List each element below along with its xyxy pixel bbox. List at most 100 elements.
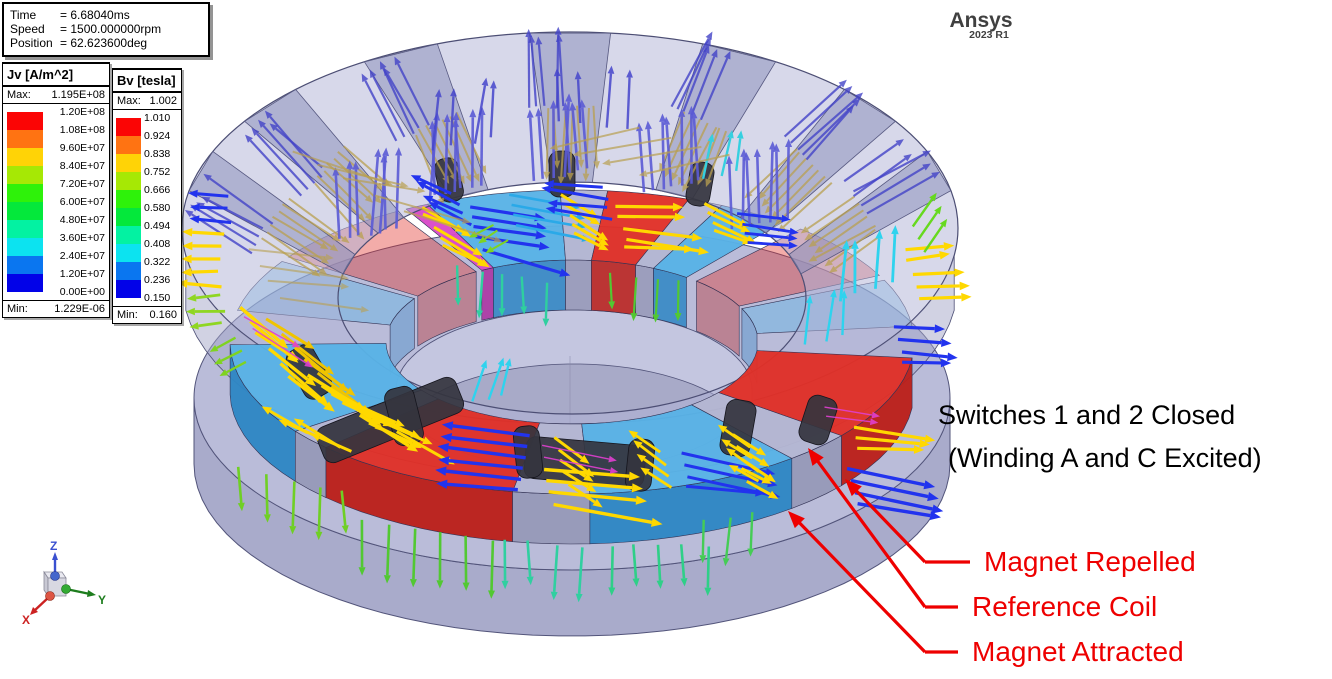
legend-tick: 1.010 (144, 112, 171, 124)
legend-max-label: Max: (7, 89, 31, 101)
vector-arrow-cluster (248, 248, 370, 313)
flux-stream-blue (843, 139, 940, 215)
vector-arrow-cluster (699, 512, 755, 567)
vector-arrow-cluster (431, 77, 497, 151)
legend-color-band (116, 262, 141, 280)
legend-tick: 8.40E+07 (59, 160, 105, 172)
legend-color-band (116, 280, 141, 298)
vector-arrow-cluster (471, 357, 512, 402)
flux-stream-blue (670, 31, 731, 121)
legend-tick: 4.80E+07 (59, 214, 105, 226)
coil-body (512, 425, 544, 479)
ansys-logo: Ansys 2023 R1 (946, 10, 1016, 41)
vector-arrow-cluster (435, 421, 530, 492)
legend-tick: 3.60E+07 (59, 232, 105, 244)
vector-arrow-cluster (541, 179, 613, 221)
annotation-heading: Switches 1 and 2 Closed (Winding A and C… (938, 394, 1262, 480)
info-label: Time (10, 8, 37, 22)
coordinate-triad[interactable]: ZYX (22, 539, 106, 627)
leader-arrow (807, 448, 927, 608)
vector-arrow-cluster (454, 265, 550, 327)
legend-tick: 0.322 (144, 256, 171, 268)
legend-tick: 0.838 (144, 148, 171, 160)
legend-color-band (116, 226, 141, 244)
legend-tick: 9.60E+07 (59, 142, 105, 154)
legend-tick: 0.150 (144, 292, 171, 304)
legend-color-band (7, 184, 43, 202)
legend-color-band (7, 148, 43, 166)
annotation-heading-line1: Switches 1 and 2 Closed (938, 400, 1236, 430)
legend-tick: 0.752 (144, 166, 171, 178)
vector-arrow-cluster (736, 212, 799, 250)
info-row: Position= 62.623600deg (10, 36, 202, 50)
legend-color-band (7, 238, 43, 256)
legend-color-band (7, 220, 43, 238)
triad-label-y: Y (98, 593, 106, 607)
flux-stream-blue (361, 56, 430, 142)
legend-tick: 7.20E+07 (59, 178, 105, 190)
triad-label-x: X (22, 613, 30, 627)
legend-tick: 0.236 (144, 274, 171, 286)
legend-color-band (116, 208, 141, 226)
vector-arrow-cluster (187, 189, 232, 225)
winding-stream-tan (261, 197, 350, 277)
legend-tick: 0.408 (144, 238, 171, 250)
vector-arrow-cluster (239, 306, 335, 412)
legend-tick: 1.20E+07 (59, 268, 105, 280)
legend-tick: 1.20E+08 (59, 106, 105, 118)
vector-arrow-cluster (185, 293, 226, 330)
annotation-heading-line2: (Winding A and C Excited) (948, 443, 1262, 473)
vector-arrow-cluster (553, 65, 633, 129)
legend-max-value: 1.195E+08 (51, 89, 105, 101)
vector-arrow-cluster (549, 126, 730, 177)
vector-arrow-cluster (469, 224, 509, 254)
legend-color-band (116, 172, 141, 190)
info-row: Time= 6.68040ms (10, 8, 202, 22)
legend-color-band (7, 202, 43, 220)
flux-stream-blue (245, 110, 323, 197)
vector-arrow-cluster (681, 451, 781, 499)
legend-title: Jv [A/m^2] (3, 63, 109, 87)
legend-min-value: 1.229E-06 (54, 303, 105, 315)
legend-color-band (7, 112, 43, 130)
flux-stream-blue (783, 79, 864, 161)
vector-arrow-cluster (911, 192, 948, 253)
flux-vertical-bundle (526, 93, 589, 181)
info-label: Speed (10, 22, 45, 36)
field-vector-arrows (177, 26, 972, 603)
legend-color-band (116, 190, 141, 208)
callout-reference-coil: Reference Coil (972, 591, 1158, 622)
legend-color-band (7, 166, 43, 184)
legend-color-band (116, 136, 141, 154)
callout-magnet-repelled: Magnet Repelled (984, 546, 1196, 577)
vector-arrow-cluster (209, 336, 247, 377)
legend-min-label: Min: (7, 303, 28, 315)
legend-tick: 0.494 (144, 220, 171, 232)
legend-title: Bv [tesla] (113, 69, 181, 93)
vector-arrow-cluster (541, 444, 619, 474)
vector-arrow-cluster (243, 316, 313, 368)
vector-arrow-cluster (893, 324, 958, 368)
leader-arrow (844, 479, 927, 564)
legend-tick: 2.40E+07 (59, 250, 105, 262)
vector-arrow-cluster (339, 394, 455, 465)
vector-arrow-cluster (553, 436, 603, 508)
legend-color-band (7, 130, 43, 148)
legend-tick: 0.666 (144, 184, 171, 196)
vector-arrow-cluster (732, 433, 779, 499)
vector-arrow-cluster (839, 225, 899, 302)
callout-leader-lines (787, 448, 970, 654)
winding-stream-tan (800, 195, 880, 274)
vector-arrow-cluster (905, 242, 972, 302)
legend-min-value: 0.160 (149, 309, 177, 321)
vector-arrow-cluster (853, 425, 936, 454)
vector-arrow-cluster (608, 272, 682, 323)
legend-tick: 6.00E+07 (59, 196, 105, 208)
